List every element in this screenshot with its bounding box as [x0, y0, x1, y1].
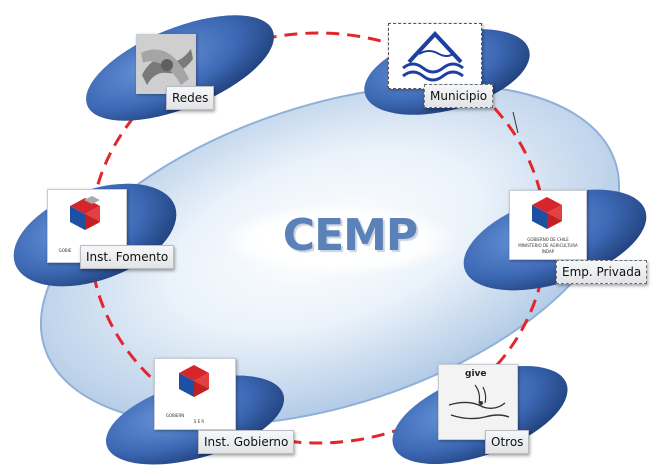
emp-privada-logo: GOBIERNO DE CHILE MINISTERIO DE AGRICULT…: [509, 190, 587, 260]
center-title: CEMP: [282, 210, 418, 261]
handshake-icon: [137, 35, 195, 93]
gobierno-logo-text-1: GOBIERN: [165, 413, 185, 418]
gobierno-logo-text-2: S E R: [193, 419, 205, 424]
gobierno-chile-icon: [179, 365, 209, 397]
otros-logo: give: [438, 364, 518, 440]
municipio-logo: [388, 23, 482, 89]
fomento-logo-text: GOBIE: [58, 248, 72, 253]
emp-logo-line1: GOBIERNO DE CHILE: [527, 237, 569, 242]
gobierno-chile-icon: [70, 196, 100, 230]
center-glow: [220, 204, 460, 276]
hands-icon: [448, 384, 510, 420]
redes-photo: [136, 34, 196, 94]
inst-gobierno-logo: GOBIERN S E R: [154, 358, 236, 430]
wave-icon: [402, 31, 464, 82]
node-label-municipio: Municipio: [424, 84, 494, 108]
emp-logo-line3: INDAP: [541, 249, 555, 254]
pointer-line: [512, 111, 519, 134]
gobierno-chile-icon: [532, 197, 562, 229]
node-label-inst-gobierno: Inst. Gobierno: [198, 430, 295, 454]
node-label-otros: Otros: [485, 430, 530, 454]
give-text: give: [465, 369, 487, 379]
node-label-redes: Redes: [166, 86, 215, 110]
node-label-emp-privada: Emp. Privada: [556, 260, 648, 284]
node-label-inst-fomento: Inst. Fomento: [80, 245, 175, 269]
emp-logo-line2: MINISTERIO DE AGRICULTURA: [518, 243, 578, 248]
